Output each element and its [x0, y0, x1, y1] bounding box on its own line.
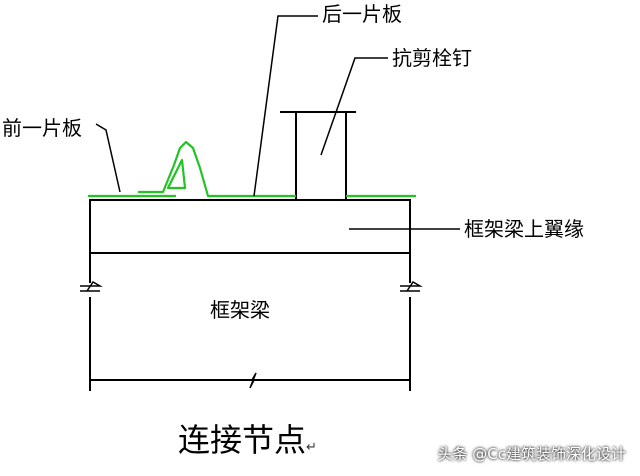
- shear-stud-label: 抗剪栓钉: [392, 46, 472, 70]
- rear-panel: [138, 140, 296, 198]
- leader-lines: [95, 15, 460, 230]
- rear-panel-label: 后一片板: [322, 2, 402, 26]
- shear-stud: [280, 111, 356, 200]
- caption: 连接节点↵: [178, 424, 317, 456]
- return-mark-icon: ↵: [306, 440, 317, 455]
- break-mark-left: [80, 281, 103, 292]
- shear-stud-leader: [320, 57, 388, 156]
- front-panel-leader: [95, 123, 121, 193]
- front-panel-label: 前一片板: [2, 116, 82, 140]
- break-mark-right: [400, 281, 423, 292]
- beam-label: 框架梁: [210, 298, 270, 322]
- panel-lap-fold: [166, 158, 187, 190]
- watermark: 头条 @Cc建筑装饰深化设计: [437, 445, 627, 463]
- break-marks: [80, 281, 423, 389]
- caption-text: 连接节点: [178, 421, 307, 459]
- flange-label: 框架梁上翼缘: [464, 217, 584, 241]
- break-mark-bottom: [238, 372, 262, 389]
- rear-panel-leader: [253, 15, 318, 197]
- deck-panels: [88, 140, 416, 198]
